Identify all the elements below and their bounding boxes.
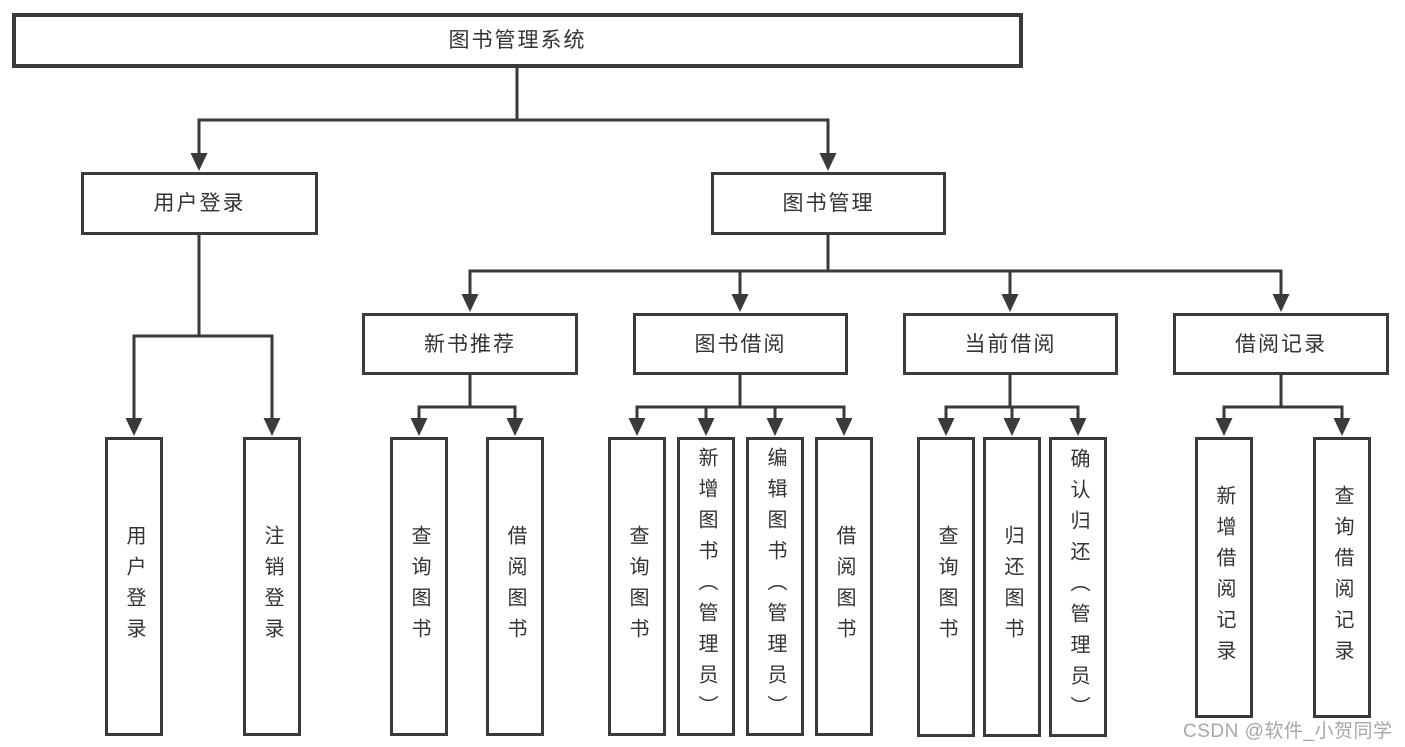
leaf-logout: 注销登录 — [243, 437, 301, 736]
arrowheads — [125, 153, 1351, 436]
leaf-query-books-current: 查询图书 — [917, 437, 975, 737]
leaf-return-book: 归还图书 — [983, 437, 1041, 737]
node-book-borrow: 图书借阅 — [633, 313, 848, 375]
node-borrow-records: 借阅记录 — [1173, 313, 1389, 375]
leaf-confirm-return-admin: 确认归还（管理员） — [1049, 437, 1107, 737]
node-root: 图书管理系统 — [12, 13, 1023, 68]
leaf-borrow-books: 借阅图书 — [815, 437, 873, 736]
leaf-query-books-recommend: 查询图书 — [390, 437, 448, 736]
node-user-login: 用户登录 — [81, 172, 318, 235]
leaf-add-borrow-record: 新增借阅记录 — [1195, 437, 1253, 718]
leaf-borrow-books-recommend: 借阅图书 — [486, 437, 544, 736]
leaf-query-borrow-record: 查询借阅记录 — [1313, 437, 1371, 718]
leaf-query-books-borrow: 查询图书 — [608, 437, 666, 736]
node-current-borrow: 当前借阅 — [903, 313, 1118, 375]
leaf-edit-book-admin: 编辑图书（管理员） — [746, 437, 804, 736]
node-new-book-recommend: 新书推荐 — [362, 313, 578, 375]
leaf-user-login: 用户登录 — [105, 437, 163, 736]
csdn-watermark: CSDN @软件_小贺同学 — [1183, 721, 1393, 742]
leaf-add-book-admin: 新增图书（管理员） — [677, 437, 735, 736]
node-book-management: 图书管理 — [711, 172, 946, 235]
